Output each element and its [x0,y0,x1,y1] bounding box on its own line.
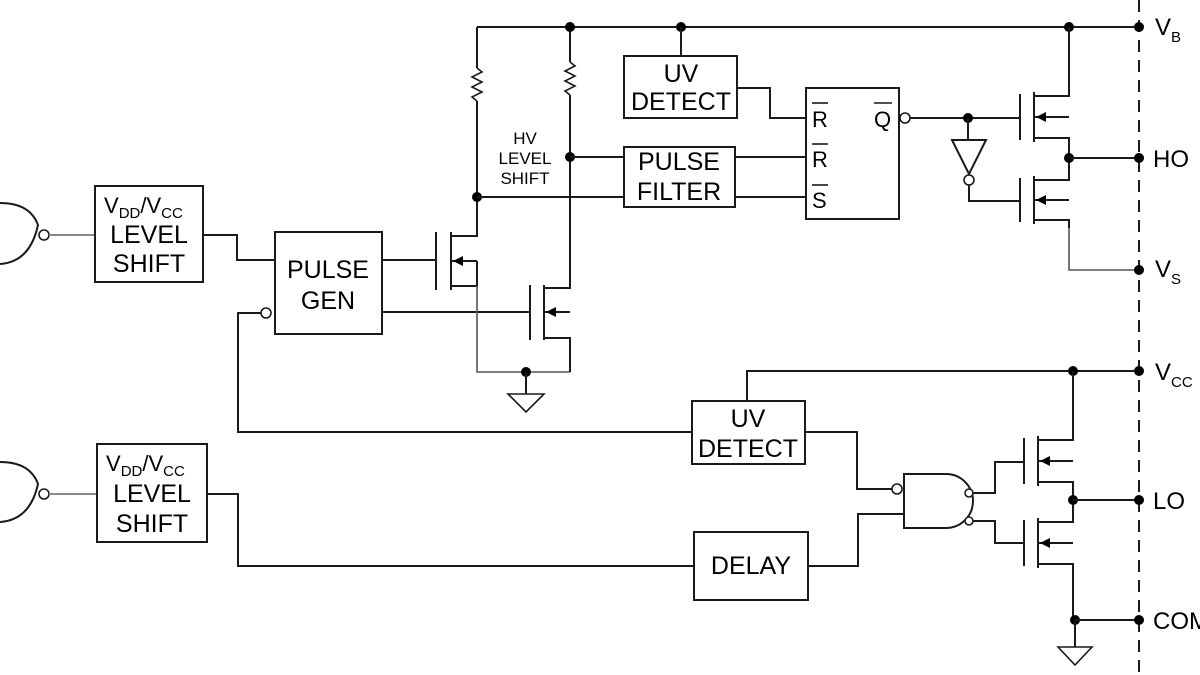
hv-level-shift-line2: LEVEL [499,149,552,168]
high-side-mosfet-top [1019,27,1070,158]
level-shift-lo-vddvcc: VDD/VCC [106,451,185,480]
level-shift-hi-line3: SHIFT [113,250,185,278]
pulse-gen-line1: PULSE [287,256,369,284]
pin-lo: LO [1153,488,1185,515]
inverter-symbol [950,139,988,186]
pulse-gen-line2: GEN [301,287,355,315]
pin-vs: VS [1155,256,1181,288]
uv-detect-lo-line2: DETECT [698,435,798,463]
level-shift-hi-line2: LEVEL [110,221,188,249]
ground-symbol-com [1056,620,1094,667]
uv-detect-lo-block: UV DETECT [691,400,806,465]
resistor-1 [470,27,484,200]
pulse-filter-block: PULSE FILTER [623,146,736,208]
pin-vb: VB [1155,14,1181,46]
delay-block: DELAY [693,531,809,601]
latch-r-mid: R [812,147,828,172]
pin-com: COM [1153,608,1200,635]
input-gate-lo [0,461,97,523]
delay-label: DELAY [711,552,791,580]
rs-latch-block: R R S Q [805,87,900,220]
uv-detect-lo-line1: UV [731,405,766,433]
pin-vcc: VCC [1155,359,1193,391]
ground-symbol-hv [506,367,546,414]
high-side-mosfet-bottom [1019,158,1070,228]
level-shift-hi-vddvcc: VDD/VCC [104,193,183,222]
uv-detect-hi-line2: DETECT [631,88,731,116]
latch-q: Q [874,107,891,132]
level-shift-lo-block: VDD/VCC LEVEL SHIFT [96,443,208,543]
low-side-mosfet-bottom [1023,500,1074,620]
level-shift-mosfet-1 [435,200,478,290]
hv-level-shift-line3: SHIFT [500,169,549,188]
latch-r-top: R [812,107,828,132]
nand-gate [903,473,974,529]
level-shift-lo-line2: LEVEL [113,480,191,508]
pulse-filter-line1: PULSE [638,148,720,176]
uv-detect-hi-block: UV DETECT [623,55,738,119]
hv-level-shift-line1: HV [513,129,537,148]
uv-detect-hi-line1: UV [664,60,699,88]
level-shift-mosfet-2 [529,157,571,372]
pin-ho: HO [1153,146,1189,173]
level-shift-hi-block: VDD/VCC LEVEL SHIFT [94,185,204,283]
low-side-mosfet-top [1023,371,1074,500]
pulse-gen-block: PULSE GEN [274,231,383,335]
level-shift-lo-line3: SHIFT [116,510,188,538]
resistor-2 [563,27,577,157]
pulse-filter-line2: FILTER [637,178,721,206]
input-gate-hi [0,202,95,265]
latch-s: S [812,188,827,213]
